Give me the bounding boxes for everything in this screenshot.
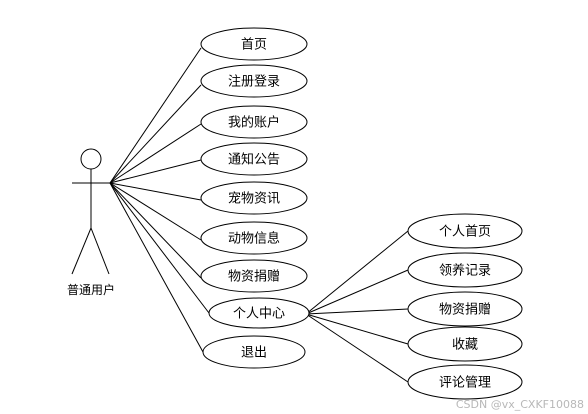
- use-case-logout: 退出: [202, 335, 306, 369]
- connector-account: [109, 123, 202, 184]
- use-case-ellipse: [208, 297, 310, 329]
- use-case-ellipse: [407, 252, 523, 288]
- connector-register: [109, 84, 202, 184]
- connector-donation: [109, 182, 202, 279]
- use-case-label: 评论管理: [439, 376, 491, 391]
- actor-right-leg: [90, 227, 110, 275]
- connector-personal-home: [305, 230, 409, 315]
- actor-figure: 普通用户: [67, 148, 115, 297]
- use-case-label: 注册登录: [228, 75, 280, 90]
- use-case-pet-news: 宠物资讯: [200, 181, 308, 215]
- connector-home: [109, 47, 202, 184]
- use-case-ellipse: [407, 326, 523, 362]
- use-case-ellipse: [407, 364, 523, 400]
- connector-pet-news: [109, 182, 202, 201]
- connector-notice: [109, 159, 202, 184]
- use-cases: 首页 注册登录 我的账户 通知公告 宠物资讯 动物信息 物资捐赠 个人中心: [200, 27, 310, 369]
- connector-comments: [305, 313, 409, 383]
- sub-use-cases: 个人首页 领养记录 物资捐赠 收藏 评论管理: [407, 213, 523, 400]
- sub-use-case-adoption-record: 领养记录: [407, 252, 523, 288]
- sub-connectors: [305, 230, 409, 383]
- use-case-ellipse: [407, 291, 523, 327]
- use-case-ellipse: [202, 335, 306, 369]
- use-case-label: 收藏: [452, 338, 478, 353]
- connector-animal-info: [109, 182, 202, 241]
- actor-head: [80, 148, 102, 170]
- actor-connectors: [109, 47, 210, 353]
- sub-use-case-favorites: 收藏: [407, 326, 523, 362]
- use-case-label: 首页: [241, 38, 267, 53]
- use-case-ellipse: [200, 27, 308, 61]
- use-case-label: 宠物资讯: [228, 191, 280, 207]
- use-case-label: 物资捐赠: [439, 303, 491, 318]
- use-case-animal-info: 动物信息: [200, 221, 308, 255]
- actor-left-leg: [71, 227, 92, 275]
- connector-personal-center: [109, 182, 210, 314]
- use-case-label: 个人中心: [233, 307, 285, 322]
- connector-favorites: [305, 313, 409, 345]
- actor-label: 普通用户: [67, 282, 115, 297]
- use-case-label: 动物信息: [228, 231, 280, 247]
- sub-use-case-personal-home: 个人首页: [407, 213, 523, 249]
- use-case-ellipse: [407, 213, 523, 249]
- use-case-donation: 物资捐赠: [200, 259, 308, 293]
- use-case-personal-center: 个人中心: [208, 297, 310, 329]
- use-case-ellipse: [200, 64, 308, 98]
- watermark: CSDN @vx_CXKF10088: [455, 398, 584, 411]
- connector-my-donation: [305, 308, 409, 315]
- use-case-home: 首页: [200, 27, 308, 61]
- use-case-label: 物资捐赠: [228, 270, 280, 285]
- use-case-label: 通知公告: [228, 152, 280, 168]
- use-case-account: 我的账户: [200, 105, 308, 139]
- use-case-ellipse: [200, 259, 308, 293]
- use-case-ellipse: [200, 105, 308, 139]
- use-case-register: 注册登录: [200, 64, 308, 98]
- use-case-label: 领养记录: [439, 263, 491, 279]
- use-case-label: 我的账户: [228, 115, 280, 131]
- use-case-label: 个人首页: [439, 225, 491, 240]
- use-case-ellipse: [200, 221, 308, 255]
- use-case-ellipse: [200, 181, 308, 215]
- use-case-notice: 通知公告: [200, 142, 308, 176]
- use-case-label: 退出: [241, 346, 267, 361]
- use-case-ellipse: [200, 142, 308, 176]
- connector-logout: [109, 182, 204, 353]
- connector-adoption-record: [305, 269, 409, 315]
- sub-use-case-my-donation: 物资捐赠: [407, 291, 523, 327]
- sub-use-case-comments: 评论管理: [407, 364, 523, 400]
